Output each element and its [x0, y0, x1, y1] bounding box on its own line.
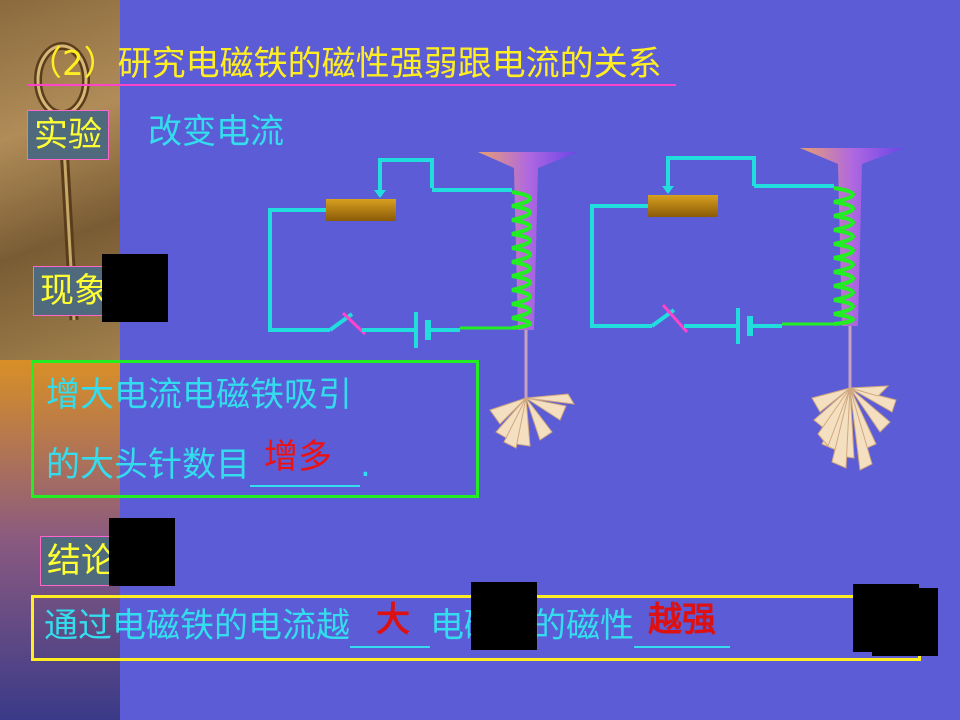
experiment-label: 实验	[27, 110, 109, 160]
observation-line-2-suffix: .	[360, 445, 371, 485]
conclusion-label: 结论	[40, 536, 122, 586]
conclusion-answer-2: 越强	[648, 600, 716, 640]
rheostat	[648, 195, 718, 217]
pins-cluster	[811, 385, 897, 471]
conclusion-part-1: 通过电磁铁的电流越	[44, 606, 350, 646]
covered-answer-mask	[872, 588, 938, 656]
observation-box: 增大电流电磁铁吸引 的大头针数目增多.	[31, 360, 479, 498]
pins-cluster	[489, 393, 575, 449]
circuit-right	[590, 148, 904, 471]
observation-line-2-prefix: 的大头针数目	[46, 445, 250, 485]
rheostat	[326, 199, 396, 221]
observation-line-1: 增大电流电磁铁吸引	[46, 375, 352, 415]
coil	[833, 186, 855, 326]
conclusion-blank-1: 大	[350, 600, 430, 648]
coil	[511, 190, 532, 330]
covered-answer-mask	[471, 582, 537, 650]
covered-answer-mask	[109, 518, 175, 586]
observation-label: 现象	[33, 266, 115, 316]
slide-title: （2）研究电磁铁的磁性强弱跟电流的关系	[28, 44, 676, 86]
observation-answer: 增多	[264, 437, 332, 477]
covered-answer-mask	[102, 254, 168, 322]
experiment-text: 改变电流	[148, 112, 284, 152]
observation-blank: 增多	[250, 437, 360, 487]
circuit-left	[268, 152, 578, 449]
conclusion-blank-2: 越强	[634, 600, 730, 648]
observation-line-2: 的大头针数目增多.	[46, 437, 371, 487]
conclusion-answer-1: 大	[376, 600, 410, 640]
